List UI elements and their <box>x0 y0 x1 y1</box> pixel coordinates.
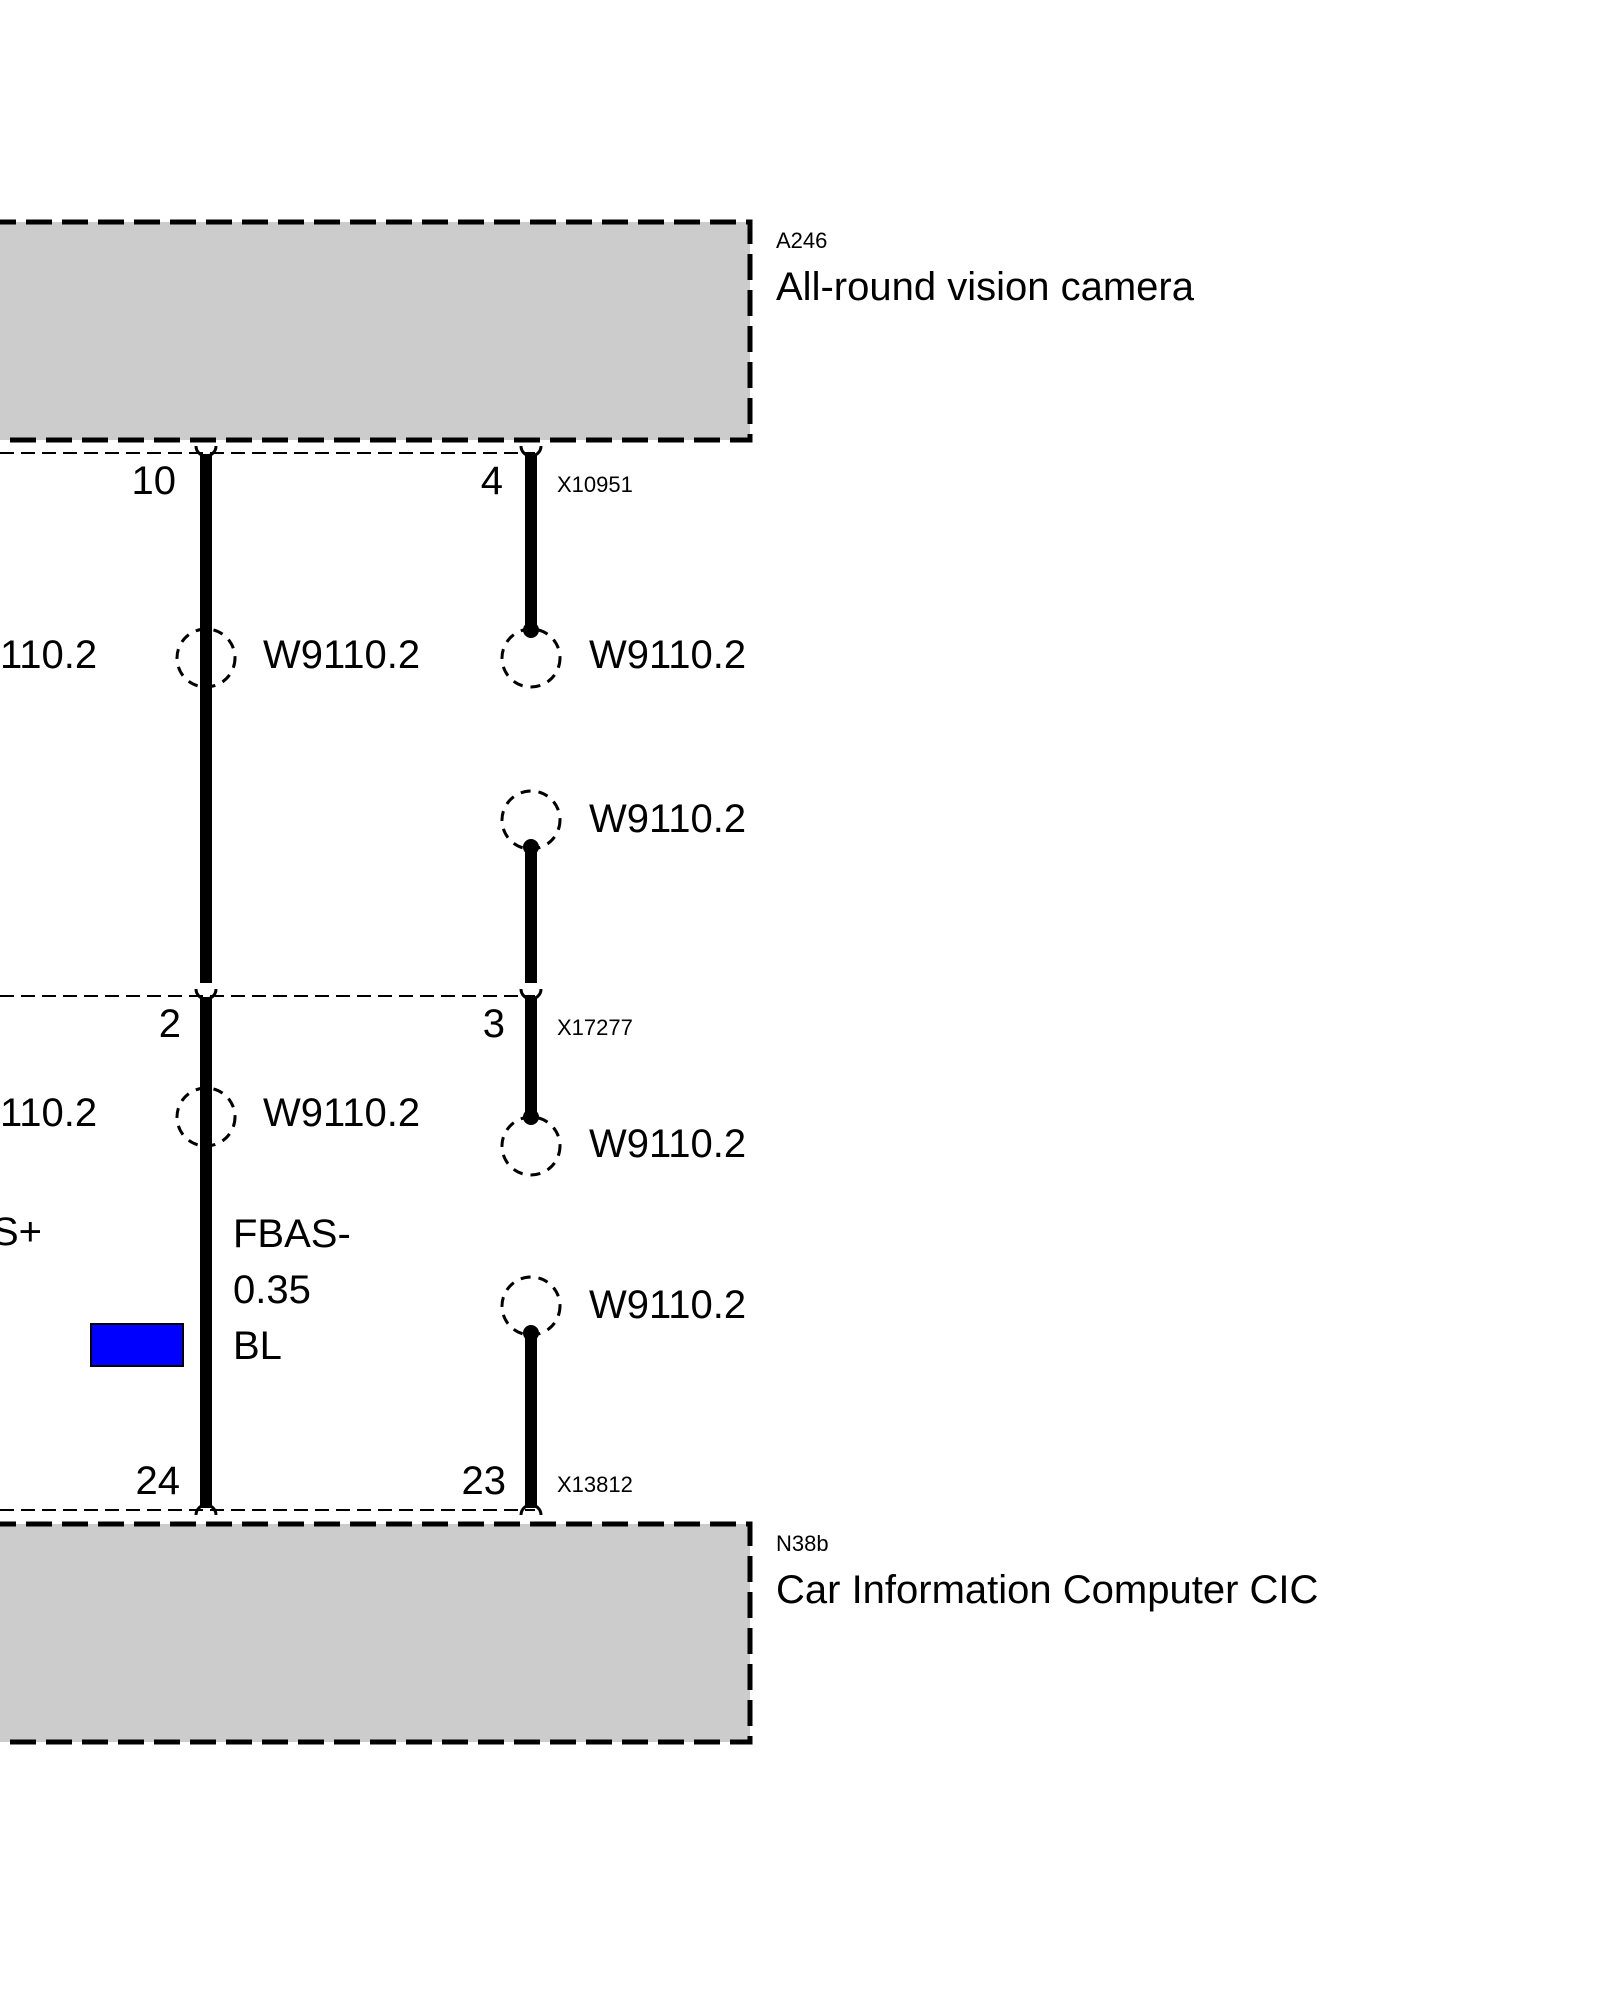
shield-left-cut-lower: 110.2 <box>0 1091 97 1135</box>
component-n38b-box <box>0 1521 753 1745</box>
shield-right-4: W9110.2 <box>500 1275 746 1341</box>
connector-x10951-id: X10951 <box>557 472 633 497</box>
shield-right-1-drain-dot <box>523 622 539 638</box>
pin-3-label: 3 <box>483 1002 505 1046</box>
pin-10-label: 10 <box>132 459 177 503</box>
component-n38b-id: N38b <box>776 1531 829 1556</box>
connector-x13812-id: X13812 <box>557 1472 633 1497</box>
connector-x10951[interactable]: 10 4 X10951 <box>0 445 633 503</box>
shield-right-1: W9110.2 <box>500 622 746 689</box>
shield-right-3: W9110.2 <box>500 1109 746 1177</box>
pin-4-label: 4 <box>481 459 503 503</box>
shield-right-2-drain-dot <box>523 839 539 855</box>
shield-left-cut-upper: 110.2 <box>0 633 97 677</box>
shield-right-1-ring <box>500 627 562 689</box>
shield-left-cut-upper-label: 110.2 <box>0 633 97 677</box>
wire-center-annotation: FBAS- 0.35 BL <box>90 1212 351 1368</box>
shield-left-cut-lower-label: 110.2 <box>0 1091 97 1135</box>
pin-24-label: 24 <box>136 1459 181 1503</box>
shield-right-1-label: W9110.2 <box>589 633 746 677</box>
component-a246[interactable]: A246 All-round vision camera <box>0 219 1195 443</box>
pin-2-label: 2 <box>159 1002 181 1046</box>
component-a246-name: All-round vision camera <box>776 265 1195 309</box>
connector-x17277-id: X17277 <box>557 1015 633 1040</box>
component-n38b-name: Car Information Computer CIC <box>776 1568 1318 1612</box>
shield-center-lower-ring <box>175 1086 237 1148</box>
shield-right-3-label: W9110.2 <box>589 1122 746 1166</box>
shield-center-upper-label: W9110.2 <box>263 633 420 677</box>
shield-right-4-label: W9110.2 <box>589 1283 746 1327</box>
wire-center-size: 0.35 <box>233 1268 311 1312</box>
shield-center-lower-label: W9110.2 <box>263 1091 420 1135</box>
shield-center-upper-ring <box>175 627 237 689</box>
connector-x13812[interactable]: 24 23 X13812 <box>0 1459 633 1516</box>
component-n38b[interactable]: N38b Car Information Computer CIC <box>0 1521 1318 1745</box>
wire-center-color-code: BL <box>233 1324 282 1368</box>
wire-left-signal-label: S+ <box>0 1210 42 1254</box>
shield-right-3-ring <box>500 1115 562 1177</box>
shield-right-4-drain-dot <box>523 1325 539 1341</box>
shield-center-upper: W9110.2 <box>175 627 420 689</box>
shield-center-lower: W9110.2 <box>175 1086 420 1148</box>
component-a246-id: A246 <box>776 228 827 253</box>
shield-right-2-label: W9110.2 <box>589 797 746 841</box>
pin-23-label: 23 <box>462 1459 507 1503</box>
component-a246-box <box>0 219 753 443</box>
wire-center-signal: FBAS- <box>233 1212 351 1256</box>
shield-right-2: W9110.2 <box>500 789 746 855</box>
wire-color-swatch <box>90 1323 184 1367</box>
connector-x17277[interactable]: 2 3 X17277 <box>0 988 633 1046</box>
shield-right-3-drain-dot <box>523 1109 539 1125</box>
